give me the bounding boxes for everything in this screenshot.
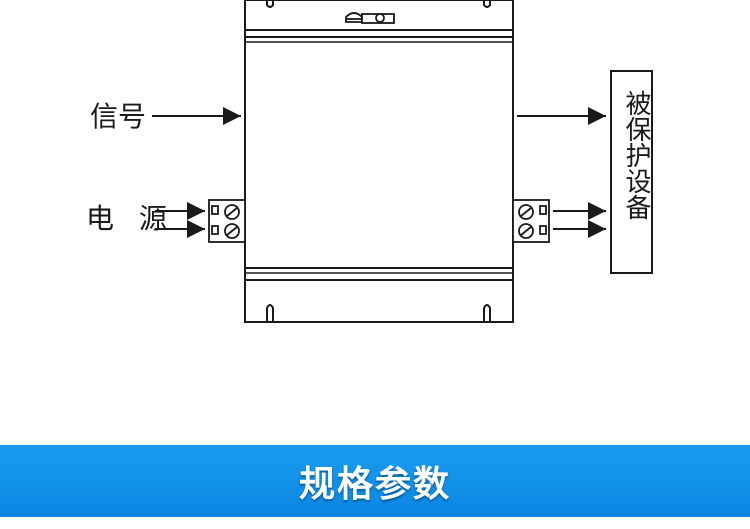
power-label: 电 源: [86, 202, 175, 235]
banner-title: 规格参数: [298, 464, 451, 505]
surge-protector-enclosure: [244, 0, 514, 323]
wiring-diagram: [152, 0, 606, 323]
ground-terminal-icon: [345, 12, 395, 24]
protected-device-label: 被保护设备: [621, 90, 651, 220]
protected-device-box: 被保护设备: [610, 70, 653, 274]
section-banner: 规格参数: [0, 445, 750, 517]
signal-label: 信号: [90, 100, 147, 133]
bottom-strip: [0, 517, 750, 529]
input-terminal-block: [208, 199, 246, 243]
output-terminal-block: [512, 199, 550, 243]
